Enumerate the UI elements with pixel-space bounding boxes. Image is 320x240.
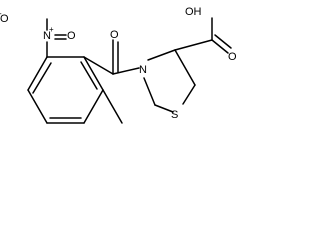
bond-c2-to-n	[143, 77, 156, 106]
molecule-structure-canvas: O - N + O O OH O N S	[0, 0, 241, 154]
charge-nitro-o-minus: -	[0, 9, 2, 18]
bond-c4-to-carboxyl-c	[174, 39, 213, 51]
bond-c5-to-s	[182, 84, 196, 105]
bond-carboxyl-c-to-o-double	[214, 34, 232, 49]
bond-carboxyl-c-to-o	[211, 39, 229, 54]
bond-ring-c1-c2-double	[32, 62, 52, 94]
bond-ring-c5-c6	[83, 56, 104, 91]
atom-carboxyl-oh: OH	[185, 6, 202, 18]
atom-ring-n: N	[139, 64, 147, 76]
bond-ring-c4-c5	[83, 89, 104, 124]
charge-nitro-n: +	[49, 25, 54, 34]
atom-ring-s: S	[171, 109, 178, 121]
bond-ring-c1-c2	[27, 56, 48, 91]
atom-nitro-o: O	[67, 30, 76, 42]
bond-s-to-c2	[154, 104, 174, 113]
bond-ring-to-methyl	[102, 89, 123, 124]
chemical-structure-diagram: O - N + O O OH O N S	[0, 6, 237, 124]
bond-ring-to-carbonyl-c	[83, 56, 114, 75]
bond-carbonyl-c-to-n	[112, 67, 140, 75]
bond-c4-to-c5	[174, 49, 196, 86]
bond-ring-c2-c3	[27, 89, 48, 124]
bond-n-to-c4	[147, 49, 176, 61]
atom-carbonyl-o: O	[110, 29, 119, 41]
atom-nitro-o-minus: O	[0, 13, 9, 25]
atom-carboxyl-o: O	[228, 51, 237, 63]
bond-ring-c5-c6-double	[80, 61, 98, 90]
atom-nitro-n: N	[43, 30, 51, 42]
